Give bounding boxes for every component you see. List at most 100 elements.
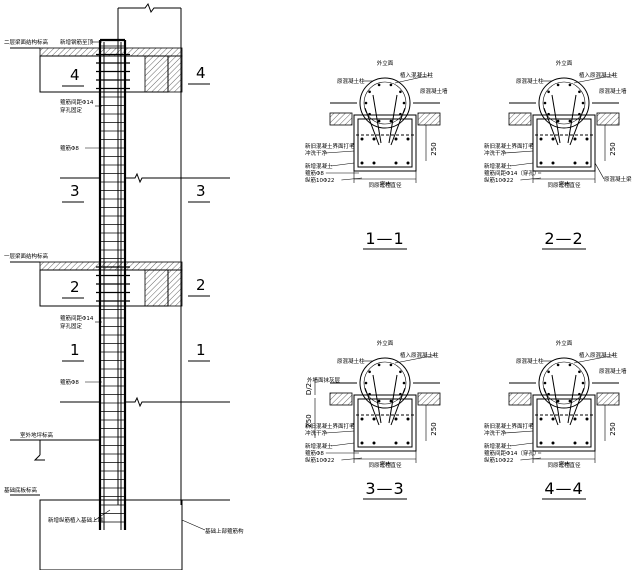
note-stirrup-bottom: 箍筋Φ8 (60, 378, 79, 386)
jacket-rebar-dot (360, 137, 364, 141)
section-title: 4—4 (544, 479, 583, 498)
label-drill: 新旧混凝土界面打毛 (305, 422, 355, 430)
label-existing-column: 原混凝土柱 (516, 77, 544, 85)
label-top: 外立面 (377, 339, 394, 347)
jacket-rebar-dot (360, 417, 364, 421)
jacket-rebar-dot (539, 137, 543, 141)
label-bottom-dim: 同原砼柱直径 (368, 181, 402, 189)
jacket-rebar-dot (372, 137, 376, 141)
level-floor1: 一层梁面结构标高 (4, 252, 49, 260)
jacket-rebar-dot (406, 137, 410, 141)
rebar-dot (368, 90, 371, 94)
section-2-2: 同原砼柱直径250外立面原混凝土柱植入原混凝土柱新旧混凝土界面打毛冲洗干净新增混… (484, 59, 632, 250)
floor1-slab (39, 261, 183, 271)
rebar-dot (556, 399, 560, 403)
zone-left-4: 4 (70, 66, 80, 84)
label-existing-column: 原混凝土柱 (337, 77, 365, 85)
label-existing-column: 原混凝土柱 (516, 357, 544, 365)
label-longitudinal: 纵筋10Φ22 (484, 176, 513, 184)
jacket-rebar-dot (394, 161, 398, 165)
zone-labels: 4 3 2 1 4 3 2 1 (62, 64, 210, 362)
wall-left (329, 112, 353, 126)
label-new-column: 植入原混凝土柱 (579, 351, 618, 359)
label-stirrups: 箍筋Φ8 (305, 169, 324, 177)
label-existing-column: 原混凝土柱 (337, 357, 365, 365)
section-details: 同原砼柱直径250外立面原混凝土柱植入混凝土柱新旧混凝土界面打毛冲洗干净新增混凝… (305, 59, 632, 500)
label-flush: 冲洗干净 (305, 429, 328, 437)
label-top: 外立面 (556, 339, 573, 347)
label-new-beam: 原混凝土墙 (599, 87, 627, 95)
wall-left (329, 392, 353, 406)
rebar-dot (568, 363, 572, 367)
label-bottom-dim: 同原砼柱直径 (368, 461, 402, 469)
jacket-rebar-dot (573, 417, 577, 421)
rebar-dot (377, 119, 381, 123)
wall-right (596, 392, 620, 406)
jacket-rebar-dot (551, 161, 555, 165)
wall-left (508, 112, 532, 126)
rebar-dot (368, 370, 371, 374)
jacket-rebar-dot (539, 441, 543, 445)
label-dim-250: 250 (609, 142, 617, 155)
existing-column-circle (359, 77, 411, 129)
section-title: 2—2 (544, 229, 583, 248)
label-top: 外立面 (377, 59, 394, 67)
rebar-dot (556, 119, 560, 123)
rebar-dot (568, 399, 572, 403)
jacket-rebar-dot (551, 441, 555, 445)
jacket-rebar-dot (551, 417, 555, 421)
stirrup-set (96, 45, 130, 523)
wall-right (596, 112, 620, 126)
note-foundation: 基础上部箍筋构 (205, 527, 244, 535)
jacket-stirrup (357, 398, 413, 448)
foundation (39, 499, 183, 570)
wall-left (508, 392, 532, 406)
jacket-rebar-dot (372, 417, 376, 421)
rebar-dot (556, 363, 560, 367)
jacket-rebar-dot (585, 137, 589, 141)
section-title: 3—3 (365, 479, 404, 498)
jacket-rebar-dot (585, 441, 589, 445)
level-floor2: 二层梁面结构标高 (4, 38, 49, 46)
rebar-dot (377, 83, 381, 87)
rebar-dot (581, 101, 585, 105)
column-inner-circle (363, 361, 407, 405)
label-new-beam: 原混凝土墙 (420, 87, 448, 95)
rebar-dot (578, 370, 581, 374)
note-stirrup-lower-2: 穿孔固定 (60, 322, 83, 330)
jacket-rebar-dot (406, 417, 410, 421)
rebar-dot (399, 90, 402, 94)
zone-right-1: 1 (196, 341, 206, 359)
label-flush: 冲洗干净 (305, 149, 328, 157)
jacket-rebar-dot (573, 441, 577, 445)
rebar-dot (568, 119, 572, 123)
zone-left-1: 1 (70, 341, 80, 359)
jacket-rebar-dot (585, 161, 589, 165)
rebar-dot (568, 83, 572, 87)
level-ground: 室外地坪标高 (20, 431, 54, 439)
rebar-dot (547, 90, 550, 94)
label-room: 室内 (559, 460, 570, 468)
section-1-1: 同原砼柱直径250外立面原混凝土柱植入混凝土柱新旧混凝土界面打毛冲洗干净新增混凝… (305, 59, 448, 250)
rebar-dot (364, 381, 368, 385)
note-stirrup-mid: 箍筋Φ8 (60, 144, 79, 152)
label-stirrups: 箍筋Φ8 (305, 449, 324, 457)
label-dim-250: 250 (430, 422, 438, 435)
jacket-rebar-dot (372, 441, 376, 445)
label-beam: 原混凝土梁 (604, 175, 632, 183)
note-stirrup-upper-2: 穿孔固定 (60, 106, 83, 114)
zone-left-3: 3 (70, 182, 80, 200)
rebar-dot (581, 381, 585, 385)
jacket-rebar-dot (573, 161, 577, 165)
zone-right-2: 2 (196, 276, 206, 294)
label-drill: 新旧混凝土界面打毛 (484, 422, 534, 430)
jacket-rebar-dot (394, 137, 398, 141)
rebar-dot (543, 101, 547, 105)
rebar-dot (578, 90, 581, 94)
existing-column-circle (538, 357, 590, 409)
label-room: 室内 (380, 180, 391, 188)
label-new-column: 植入原混凝土柱 (579, 71, 618, 79)
jacket-rebar-dot (360, 441, 364, 445)
note-anchor: 新增纵筋植入基础上端 (48, 516, 104, 524)
